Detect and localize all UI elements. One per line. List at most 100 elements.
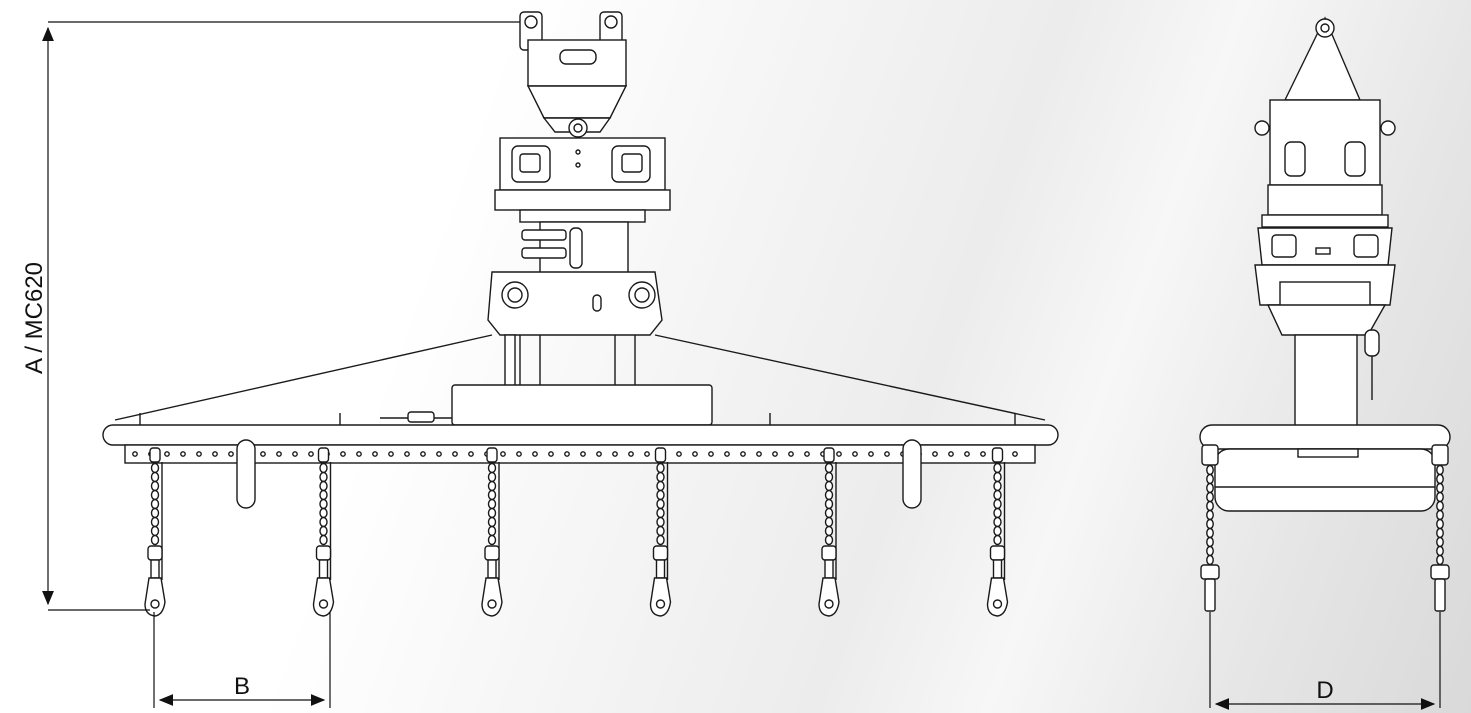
beam-hole [340,451,346,457]
beam-hole [612,451,618,457]
chain-link [487,516,497,528]
side-hanger [1254,16,1396,228]
beam-hole [548,451,554,457]
chain-link [993,507,1002,519]
side-chains [1200,444,1450,612]
beam-hole [372,451,378,457]
chain-link [319,525,328,537]
chain-link [487,471,497,483]
rotator [494,137,671,223]
chain-link [824,498,834,510]
chain-link [487,507,497,519]
chain-link [993,489,1002,501]
chain-link [150,480,160,492]
chain-link [993,498,1002,510]
chain-link [1206,473,1214,485]
beam-hole [532,451,538,457]
chain-link [1436,491,1444,503]
beam-hole [420,451,426,457]
hydraulic-block [521,221,629,275]
width-dimension-label: D [1316,677,1333,704]
hook [649,577,672,617]
chain-link [993,471,1002,483]
chain-link [656,489,665,501]
chain-link [656,462,665,474]
hook-assembly [649,447,672,617]
chain-link [150,534,160,546]
hook [481,577,503,617]
right-fork-pocket [902,439,922,509]
chain-link [1436,482,1444,494]
chain-link [1206,509,1214,521]
top-hanger [519,11,628,138]
chain-link [319,507,328,519]
beam-hole [180,451,186,457]
beam-hole [436,451,442,457]
chain-link [656,480,665,492]
chain-link [993,462,1002,474]
beam-hole [980,451,986,457]
beam-hole [564,451,570,457]
lower-bracket [487,271,663,426]
chain-link [150,507,160,519]
beam-hole [756,451,762,457]
beam-hole [452,451,458,457]
beam-hole [404,451,410,457]
beam-hole [724,451,730,457]
beam-hole [868,451,874,457]
chain-link [1436,509,1444,521]
chain-link [150,525,160,537]
front-view [102,11,1059,617]
chain-link [1436,518,1444,530]
chain-link [993,480,1002,492]
chain-link [487,480,497,492]
chain-link [824,471,834,483]
chain-link [1206,527,1214,539]
chain-link [150,471,160,483]
chain-link [319,471,328,483]
beam-hole [788,451,794,457]
beam-hole [740,451,746,457]
side-rotator [1254,227,1396,336]
beam-hole [804,451,810,457]
beam-hole [644,451,650,457]
side-chain [1430,444,1450,612]
chain-link [824,489,834,501]
beam-hole [260,451,266,457]
beam-hole [676,451,682,457]
chain-link [656,534,665,546]
beam-hole [884,451,890,457]
beam-hole [276,451,282,457]
hook-assembly [144,447,166,617]
chain-link [656,516,665,528]
beam-hole [580,451,586,457]
beam-hole [516,451,522,457]
beam-hole [1012,451,1018,457]
chain-link [319,489,328,501]
side-beam [1199,424,1451,512]
side-chain [1200,444,1220,612]
chain-link [1206,464,1214,476]
chain-link [487,525,497,537]
chain-link [150,462,160,474]
chain-link [487,462,497,474]
height-dimension-label: A / MC620 [21,262,48,374]
chain-link [1206,491,1214,503]
beam-hole [932,451,938,457]
hook-assembly [312,447,335,617]
beam-hole [132,451,138,457]
beam-hole [356,451,362,457]
hook-assembly [818,447,840,617]
chain-link [319,534,328,546]
chain-link [656,507,665,519]
hook [986,577,1009,617]
hook-assembly [986,447,1009,617]
chain-link [319,498,328,510]
chain-link [150,516,160,528]
chain-link [1206,482,1214,494]
beam-hole [500,451,506,457]
right-cable [654,334,1046,421]
chain-link [1436,473,1444,485]
